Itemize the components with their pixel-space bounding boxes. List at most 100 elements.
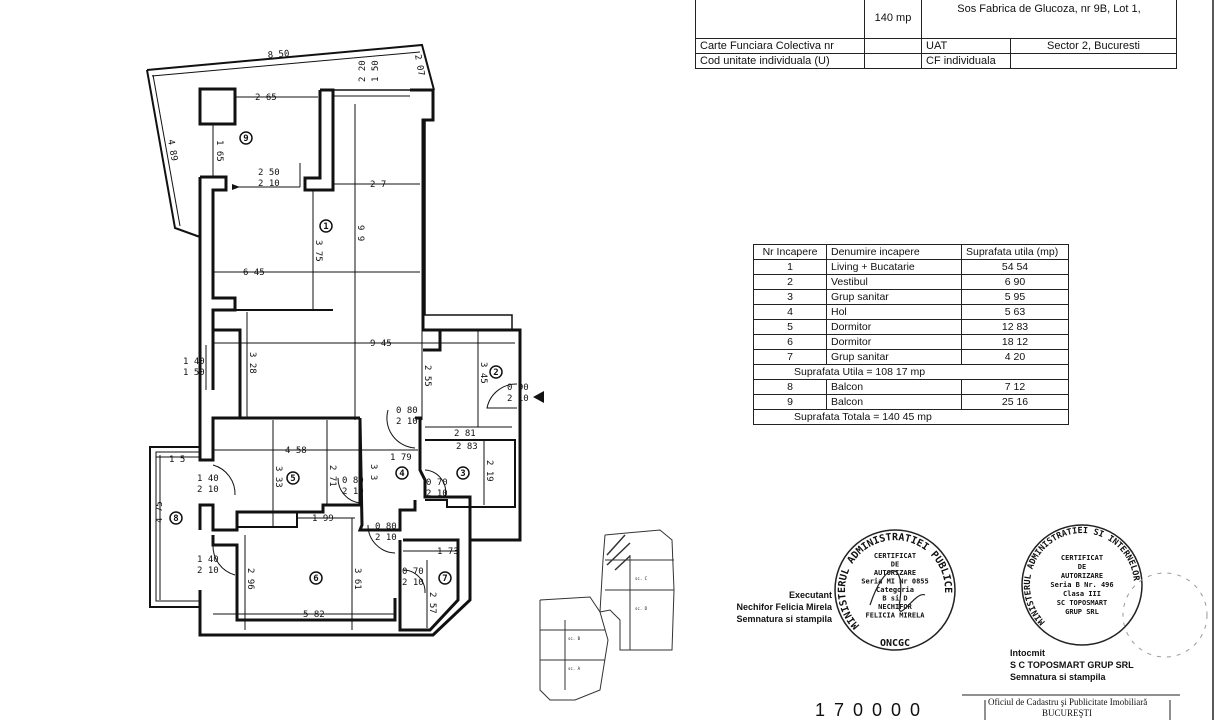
room-number: 6 xyxy=(313,574,318,584)
room-number: 5 xyxy=(290,474,295,484)
dimension-label: 2 7 xyxy=(370,180,386,190)
stamp-line: Clasa III xyxy=(1063,590,1101,598)
table-cell: 9 xyxy=(753,394,827,410)
room-markers: 1 2 3 4 5 6 7 8 9 xyxy=(169,131,503,585)
stamp-line: AUTORIZARE xyxy=(874,569,916,577)
stamp-bottom-text: ONCGC xyxy=(880,638,910,649)
table-cell: 7 xyxy=(753,349,827,365)
walls xyxy=(146,43,522,637)
dimension-label: 8 50 xyxy=(267,49,289,61)
table-cell: Balcon xyxy=(826,379,962,395)
dimension-label: 1 40 xyxy=(197,555,219,565)
room-marker: 7 xyxy=(438,571,452,585)
office-stamp-line1: Oficiul de Cadastru şi Publicitate Imobi… xyxy=(988,697,1148,707)
table-cell: 2 xyxy=(753,274,827,290)
key-label: sc. C xyxy=(635,576,648,581)
office-stamp-frame xyxy=(962,694,1180,720)
room-marker: 8 xyxy=(169,511,183,525)
dimension-label: 3 3 xyxy=(368,464,378,480)
dimension-label: 2 10 xyxy=(197,566,219,576)
stamp-line: DE xyxy=(1078,563,1086,571)
dimension-label: 1 99 xyxy=(312,514,334,524)
table-cell: Grup sanitar xyxy=(826,349,962,365)
room-circle xyxy=(456,466,470,480)
column-header: Suprafata utila (mp) xyxy=(961,244,1069,260)
total-row: Suprafata Totala = 140 45 mp xyxy=(753,409,1069,425)
table-cell: 5 xyxy=(753,319,827,335)
table-cell: 7 12 xyxy=(961,379,1069,395)
table-cell: 4 xyxy=(753,304,827,320)
direction-arrow-icon xyxy=(232,184,240,190)
dimension-label: 2 10 xyxy=(258,179,280,189)
key-plan-labels: sc. C sc. D sc. B sc. A xyxy=(568,576,648,671)
key-label: sc. A xyxy=(568,666,581,671)
table-cell: 8 xyxy=(753,379,827,395)
stamp-line: Categoria xyxy=(876,586,914,594)
executant-name: Nechifor Felicia Mirela xyxy=(736,602,832,612)
dimension-label: 2 10 xyxy=(396,417,418,427)
table-cell: Dormitor xyxy=(826,334,962,350)
table-cell: 4 20 xyxy=(961,349,1069,365)
dimension-label: 4 75 xyxy=(155,501,165,523)
room-circle xyxy=(239,131,253,145)
table-cell: Vestibul xyxy=(826,274,962,290)
room-number: 3 xyxy=(460,469,465,479)
dimension-label: 1 5 xyxy=(169,455,185,465)
room-number: 1 xyxy=(323,222,328,232)
dimension-label: 3 75 xyxy=(313,240,323,262)
dimension-label: 4 89 xyxy=(165,139,179,162)
room-marker: 2 xyxy=(489,365,503,379)
stamp-line: AUTORIZARE xyxy=(1061,572,1103,580)
table-cell: Grup sanitar xyxy=(826,289,962,305)
dimension-label: 0 80 xyxy=(375,522,397,532)
dimension-label: 5 82 xyxy=(303,610,325,620)
table-cell: 3 xyxy=(753,289,827,305)
intocmit-caption: Semnatura si stampila xyxy=(1010,672,1106,682)
room-circle xyxy=(319,219,333,233)
key-label: sc. D xyxy=(635,606,648,611)
stamp-line: DE xyxy=(891,561,899,569)
room-marker: 1 xyxy=(319,219,333,233)
table-cell: 12 83 xyxy=(961,319,1069,335)
room-marker: 4 xyxy=(395,466,409,480)
dimension-label: 2 19 xyxy=(484,460,494,482)
stamp-line: GRUP SRL xyxy=(1065,608,1099,616)
dimension-label: 2 57 xyxy=(427,592,437,614)
dimension-label: 1 79 xyxy=(390,453,412,463)
stamp-line: CERTIFICAT xyxy=(874,552,916,560)
room-number: 4 xyxy=(399,469,405,479)
dimension-label: 6 45 xyxy=(243,268,265,278)
intocmit-name: S C TOPOSMART GRUP SRL xyxy=(1010,660,1134,670)
dimension-label: 1 73 xyxy=(437,547,459,557)
table-cell: 18 12 xyxy=(961,334,1069,350)
table-cell: Balcon xyxy=(826,394,962,410)
dimension-label: 0 90 xyxy=(507,383,529,393)
table-cell: 6 xyxy=(753,334,827,350)
stamp-right: MINISTERUL ADMINISTRATIEI SI INTERNELOR … xyxy=(1021,524,1208,658)
dimension-label: 0 70 xyxy=(426,478,448,488)
room-marker: 9 xyxy=(239,131,253,145)
table-cell: 5 95 xyxy=(961,289,1069,305)
dimension-label: 1 50 xyxy=(183,368,205,378)
table-cell: 6 90 xyxy=(961,274,1069,290)
dimension-label: 1 40 xyxy=(197,474,219,484)
room-number: 7 xyxy=(442,574,447,584)
stamp-circle xyxy=(1021,524,1143,646)
dimension-lines xyxy=(156,96,515,630)
room-circle xyxy=(309,571,323,585)
dimension-label: 2 10 xyxy=(342,487,364,497)
dimension-label: 1 50 xyxy=(371,60,381,82)
table-cell: 5 63 xyxy=(961,304,1069,320)
cf-individuala-label: CF individuala xyxy=(921,53,1011,69)
room-circle xyxy=(489,365,503,379)
table-cell: Dormitor xyxy=(826,319,962,335)
